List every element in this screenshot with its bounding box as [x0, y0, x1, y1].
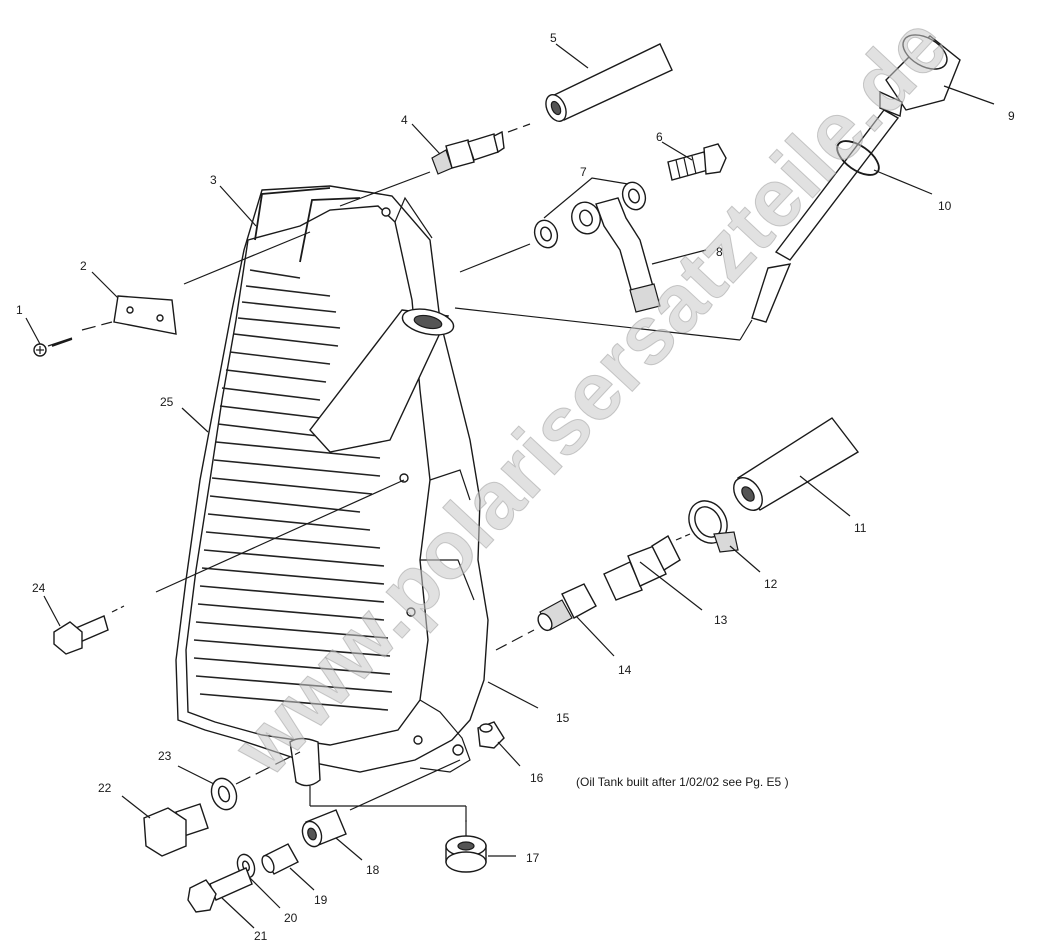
part-6-bolt: [661, 141, 727, 181]
callout-14: 14: [618, 663, 632, 677]
callout-4: 4: [401, 113, 408, 127]
part-22-drain-plug: [121, 795, 209, 857]
callout-1: 1: [16, 303, 23, 317]
callout-3: 3: [210, 173, 217, 187]
part-8-banjo: [571, 197, 707, 313]
callout-2: 2: [80, 259, 87, 273]
part-12-clamp: [675, 500, 761, 573]
callout-15: 15: [556, 711, 570, 725]
part-21-bolt: [187, 867, 255, 929]
callout-21: 21: [254, 929, 268, 943]
part-7-washers: [459, 177, 647, 273]
cooling-fins: [193, 269, 393, 711]
part-19-sleeve: [261, 843, 315, 891]
callout-17: 17: [526, 851, 540, 865]
part-14-sensor: [495, 583, 615, 657]
oil-tank: [175, 185, 489, 787]
part-9-dipstick-cap: [454, 34, 995, 341]
callout-24: 24: [32, 581, 46, 595]
callout-18: 18: [366, 863, 380, 877]
part-2-plate: [81, 271, 177, 335]
callout-11: 11: [854, 521, 867, 535]
part-17-grommet: [309, 786, 516, 873]
callout-labels: 1 2 3 4 5 6 7 8 9 10 11 12 13 14 15 16 1…: [16, 31, 1015, 943]
part-13-fitting: [603, 534, 703, 611]
part-10-o-ring: [836, 140, 933, 195]
part-11-hose: [733, 417, 860, 517]
part-18-spacer: [301, 759, 461, 861]
callout-5: 5: [550, 31, 557, 45]
part-1-screw: [25, 317, 73, 357]
part-24-bolt: [43, 479, 405, 655]
callout-19: 19: [314, 893, 328, 907]
callout-20: 20: [284, 911, 298, 925]
part-23-washer: [177, 751, 301, 811]
callout-23: 23: [158, 749, 172, 763]
callout-7: 7: [580, 165, 587, 179]
callout-6: 6: [656, 130, 663, 144]
callout-13: 13: [714, 613, 728, 627]
part-4-fitting: [339, 123, 531, 207]
oil-tank-note: (Oil Tank built after 1/02/02 see Pg. E5…: [576, 775, 789, 789]
callout-16: 16: [530, 771, 544, 785]
callout-9: 9: [1008, 109, 1015, 123]
callout-22: 22: [98, 781, 112, 795]
callout-12: 12: [764, 577, 778, 591]
callout-25: 25: [160, 395, 174, 409]
callout-8: 8: [716, 245, 723, 259]
part-16-nut: [477, 721, 521, 767]
callout-10: 10: [938, 199, 952, 213]
part-5-hose: [545, 43, 673, 122]
